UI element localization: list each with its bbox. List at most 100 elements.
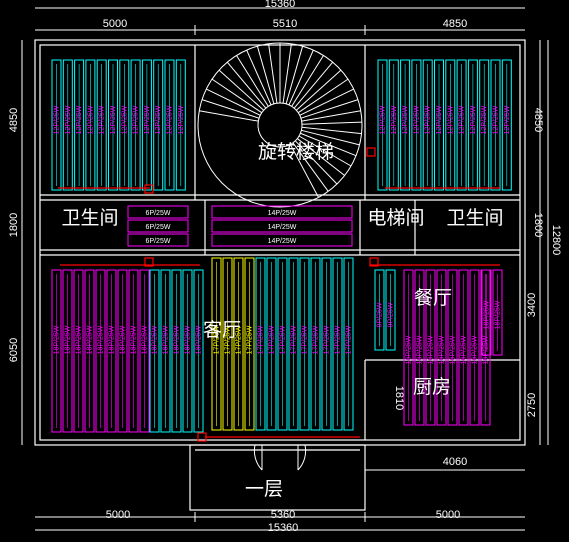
corridor-loop-strip bbox=[127, 205, 189, 219]
dimension-lines bbox=[21, 7, 549, 531]
corridor-loop-strip bbox=[127, 233, 189, 247]
living-cyan-right-loop-label: 17P/25W bbox=[335, 325, 342, 354]
stair-tread bbox=[268, 43, 278, 104]
dining-magenta-loop-label: 16P/25W bbox=[428, 335, 435, 364]
living-cyan-right-loop-strip bbox=[343, 257, 354, 431]
living-cyan-loop-label: 18P/25W bbox=[196, 325, 203, 354]
living-cyan-right-loop-strip bbox=[255, 257, 266, 431]
stair-tread bbox=[298, 135, 352, 167]
living-magenta-loop-label: 18P/25W bbox=[76, 325, 83, 354]
right-bedroom-loop-strip bbox=[388, 59, 399, 191]
living-cyan-loop-strip bbox=[149, 269, 160, 433]
left-bedroom-loop-strip bbox=[96, 59, 107, 191]
left-bedroom-loop-strip bbox=[108, 59, 118, 191]
living-magenta-loop-strip bbox=[73, 269, 84, 433]
living-cyan-right-loop-strip bbox=[288, 257, 299, 431]
stair-tread bbox=[300, 132, 357, 157]
stair-tread bbox=[291, 55, 324, 107]
living-magenta-loop-label: 18P/25W bbox=[54, 325, 61, 354]
room-toilet-left: 卫生间 bbox=[61, 207, 118, 229]
right-bedroom-loop-strip bbox=[411, 59, 422, 191]
stair-tread bbox=[206, 88, 261, 116]
living-cyan-right-loop-label: 17P/25W bbox=[280, 325, 287, 354]
stair-tread bbox=[211, 78, 263, 114]
living-cyan-right-loop-label: 17P/25W bbox=[269, 325, 276, 354]
living-cyan-loop-label: 18P/25W bbox=[174, 325, 181, 354]
left-bedroom-loop-strip bbox=[51, 59, 62, 191]
left-bedroom-loop-strip bbox=[164, 59, 175, 191]
right-bedroom-loop-strip bbox=[377, 59, 388, 191]
living-cyan-right-loop-label: 17P/25W bbox=[291, 325, 298, 354]
dining-magenta-loop-label: 16P/25W bbox=[483, 335, 490, 364]
dim-bottom-left: 5000 bbox=[106, 509, 130, 521]
living-cyan-right-loop-label: 17P/25W bbox=[313, 325, 320, 354]
right-bedroom-loop-strip bbox=[445, 59, 456, 191]
right-bedroom-loop-label: 12P/25W bbox=[470, 105, 477, 134]
right-bedroom-loop-label: 12P/25W bbox=[459, 105, 466, 134]
corridor-loop-strip bbox=[127, 219, 189, 233]
dim-right-mid: 1800 bbox=[532, 213, 544, 237]
living-magenta-loop-label: 18P/25W bbox=[142, 325, 149, 354]
right-bedroom-loop-strip bbox=[422, 59, 433, 191]
dining-magenta-loop-strip bbox=[469, 269, 480, 426]
corridor-loop-label: 6P/25W bbox=[146, 224, 171, 231]
stair-tread bbox=[246, 49, 272, 106]
right-bedroom-loop-strip bbox=[501, 59, 512, 191]
room-toilet-right: 卫生间 bbox=[446, 207, 503, 229]
stair-tread bbox=[226, 61, 267, 109]
left-bedroom-loop-label: 12P/25W bbox=[54, 105, 61, 134]
living-yellow-loop-strip bbox=[244, 257, 255, 431]
living-cyan-right-loop-label: 17P/25W bbox=[258, 325, 265, 354]
stair-tread bbox=[301, 129, 360, 146]
dim-top-mid: 5510 bbox=[273, 18, 297, 30]
living-magenta-loop-strip bbox=[62, 269, 73, 433]
living-cyan-right-loop-label: 17P/25W bbox=[302, 325, 309, 354]
stair-tread bbox=[301, 121, 362, 125]
right-bedroom-loop-label: 12P/25W bbox=[413, 105, 420, 134]
stair-tread bbox=[292, 142, 329, 192]
left-bedroom-loop-strip bbox=[119, 59, 130, 191]
living-yellow-loop-label: 17P/25W bbox=[236, 325, 243, 354]
living-magenta-loop-strip bbox=[51, 269, 62, 433]
left-bedroom-loop-strip bbox=[141, 59, 152, 191]
dim-top-right: 4850 bbox=[443, 18, 467, 30]
dim-left-upper: 4850 bbox=[8, 108, 20, 132]
dim-kitchen-width: 4060 bbox=[443, 456, 467, 468]
left-bedroom-loop-label: 12P/25W bbox=[110, 105, 117, 134]
stair-tread bbox=[199, 110, 259, 122]
living-cyan-right-loop-strip bbox=[332, 257, 343, 431]
living-magenta-loop-label: 18P/25W bbox=[131, 325, 138, 354]
stair-tread bbox=[289, 144, 319, 198]
dining-magenta-loop-strip bbox=[458, 269, 469, 426]
right-bedroom-loop-strip bbox=[400, 59, 411, 191]
corridor-loop-label: 14P/25W bbox=[268, 224, 297, 231]
dining-magenta-loop-label: 16P/25W bbox=[406, 335, 413, 364]
living-magenta-loop-strip bbox=[139, 269, 150, 433]
stair-tread bbox=[293, 61, 334, 109]
corridor-loop-strip bbox=[211, 219, 353, 233]
room-spiral-stair: 旋转楼梯 bbox=[258, 141, 334, 163]
living-yellow-loop-label: 17P/25W bbox=[247, 325, 254, 354]
dim-bottom-mid: 5360 bbox=[271, 509, 295, 521]
living-cyan-loop-strip bbox=[171, 269, 182, 433]
left-bedroom-loop-label: 12P/25W bbox=[121, 105, 128, 134]
living-cyan-loop-strip bbox=[193, 269, 204, 433]
stair-tread bbox=[294, 140, 338, 185]
left-bedroom-loop-label: 12P/25W bbox=[144, 105, 151, 134]
entrance-door bbox=[253, 444, 307, 471]
dim-top-total: 15360 bbox=[265, 0, 296, 10]
spiral-staircase bbox=[197, 42, 363, 208]
right-bedroom-loop-label: 12P/25W bbox=[425, 105, 432, 134]
right-bedroom-loop-strip bbox=[456, 59, 467, 191]
living-magenta-loop-label: 18P/25W bbox=[120, 325, 127, 354]
living-cyan-loop-label: 18P/25W bbox=[152, 325, 159, 354]
stair-tread bbox=[201, 99, 260, 119]
dim-left-mid: 1800 bbox=[8, 213, 20, 237]
stair-tread bbox=[236, 55, 269, 107]
left-bedroom-loop-strip bbox=[62, 59, 73, 191]
living-magenta-loop-strip bbox=[84, 269, 95, 433]
dim-right-upper: 4850 bbox=[532, 108, 544, 132]
